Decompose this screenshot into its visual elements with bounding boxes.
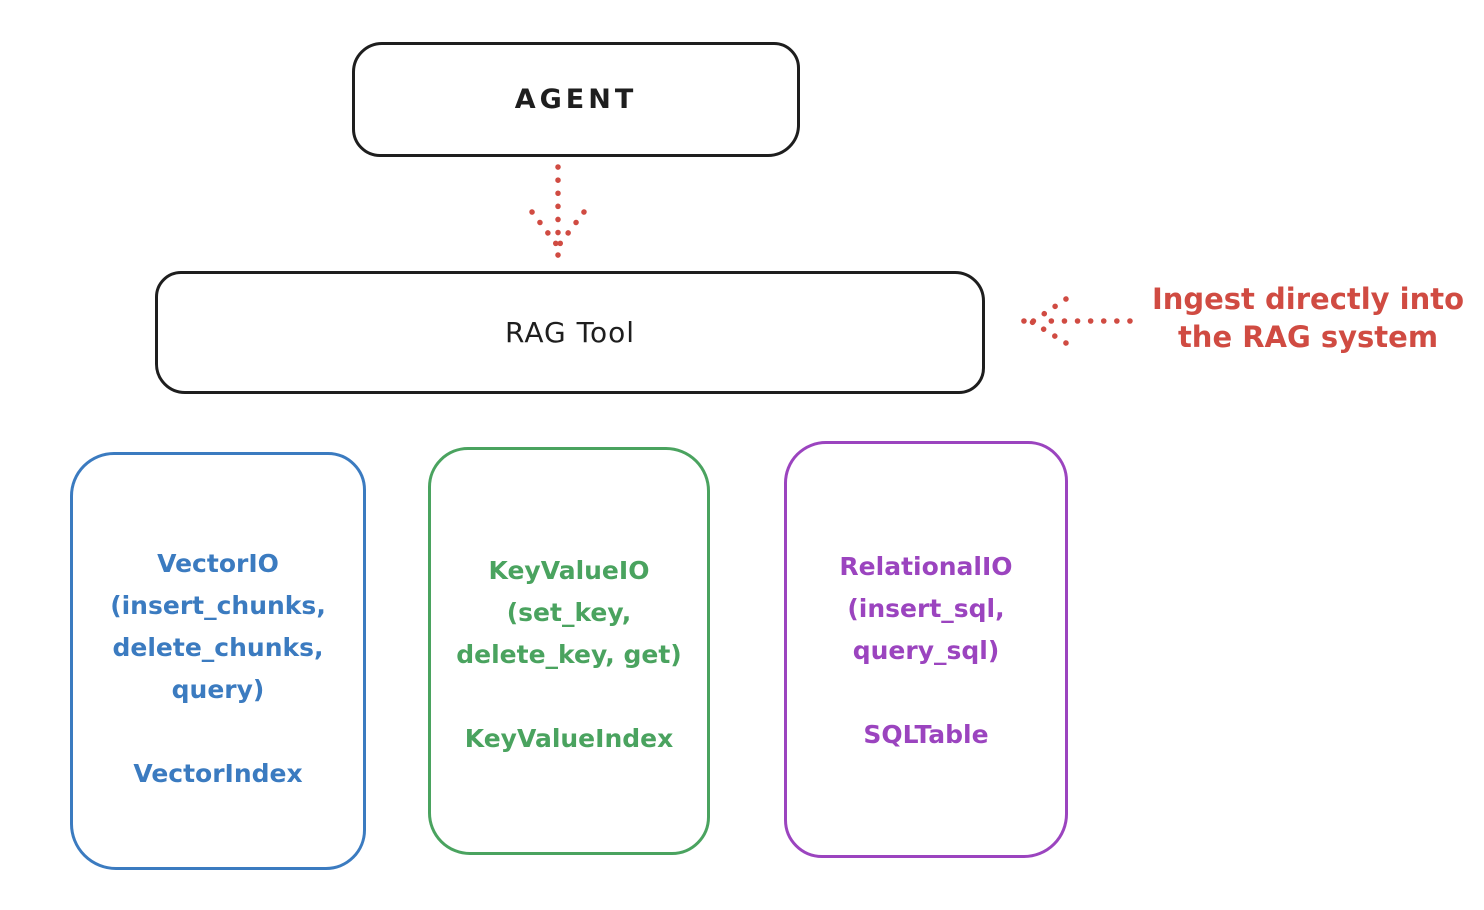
- vector-index-label: VectorIndex: [133, 759, 303, 788]
- ingest-annotation-line2: the RAG system: [1177, 320, 1439, 355]
- rag-tool-node[interactable]: RAG Tool: [155, 271, 985, 394]
- rag-tool-node-label: RAG Tool: [505, 316, 635, 349]
- agent-to-rag-dotted-arrow: [529, 164, 587, 258]
- ingest-annotation: Ingest directly into the RAG system: [1132, 280, 1484, 357]
- keyvalue-io-methods: KeyValueIO (set_key, delete_key, get): [456, 556, 682, 669]
- agent-node-label: AGENT: [514, 84, 638, 115]
- sql-table-label: SQLTable: [863, 720, 989, 749]
- vector-io-node[interactable]: VectorIO (insert_chunks, delete_chunks, …: [70, 452, 366, 870]
- agent-node[interactable]: AGENT: [352, 42, 800, 157]
- annotation-to-rag-dotted-arrow: [1021, 296, 1133, 346]
- keyvalue-io-node[interactable]: KeyValueIO (set_key, delete_key, get) Ke…: [428, 447, 710, 855]
- vector-io-methods: VectorIO (insert_chunks, delete_chunks, …: [110, 549, 326, 704]
- relational-io-methods: RelationalIO (insert_sql, query_sql): [839, 552, 1013, 665]
- relational-io-node[interactable]: RelationalIO (insert_sql, query_sql) SQL…: [784, 441, 1068, 858]
- keyvalue-index-label: KeyValueIndex: [464, 724, 674, 753]
- ingest-annotation-line1: Ingest directly into: [1151, 282, 1465, 316]
